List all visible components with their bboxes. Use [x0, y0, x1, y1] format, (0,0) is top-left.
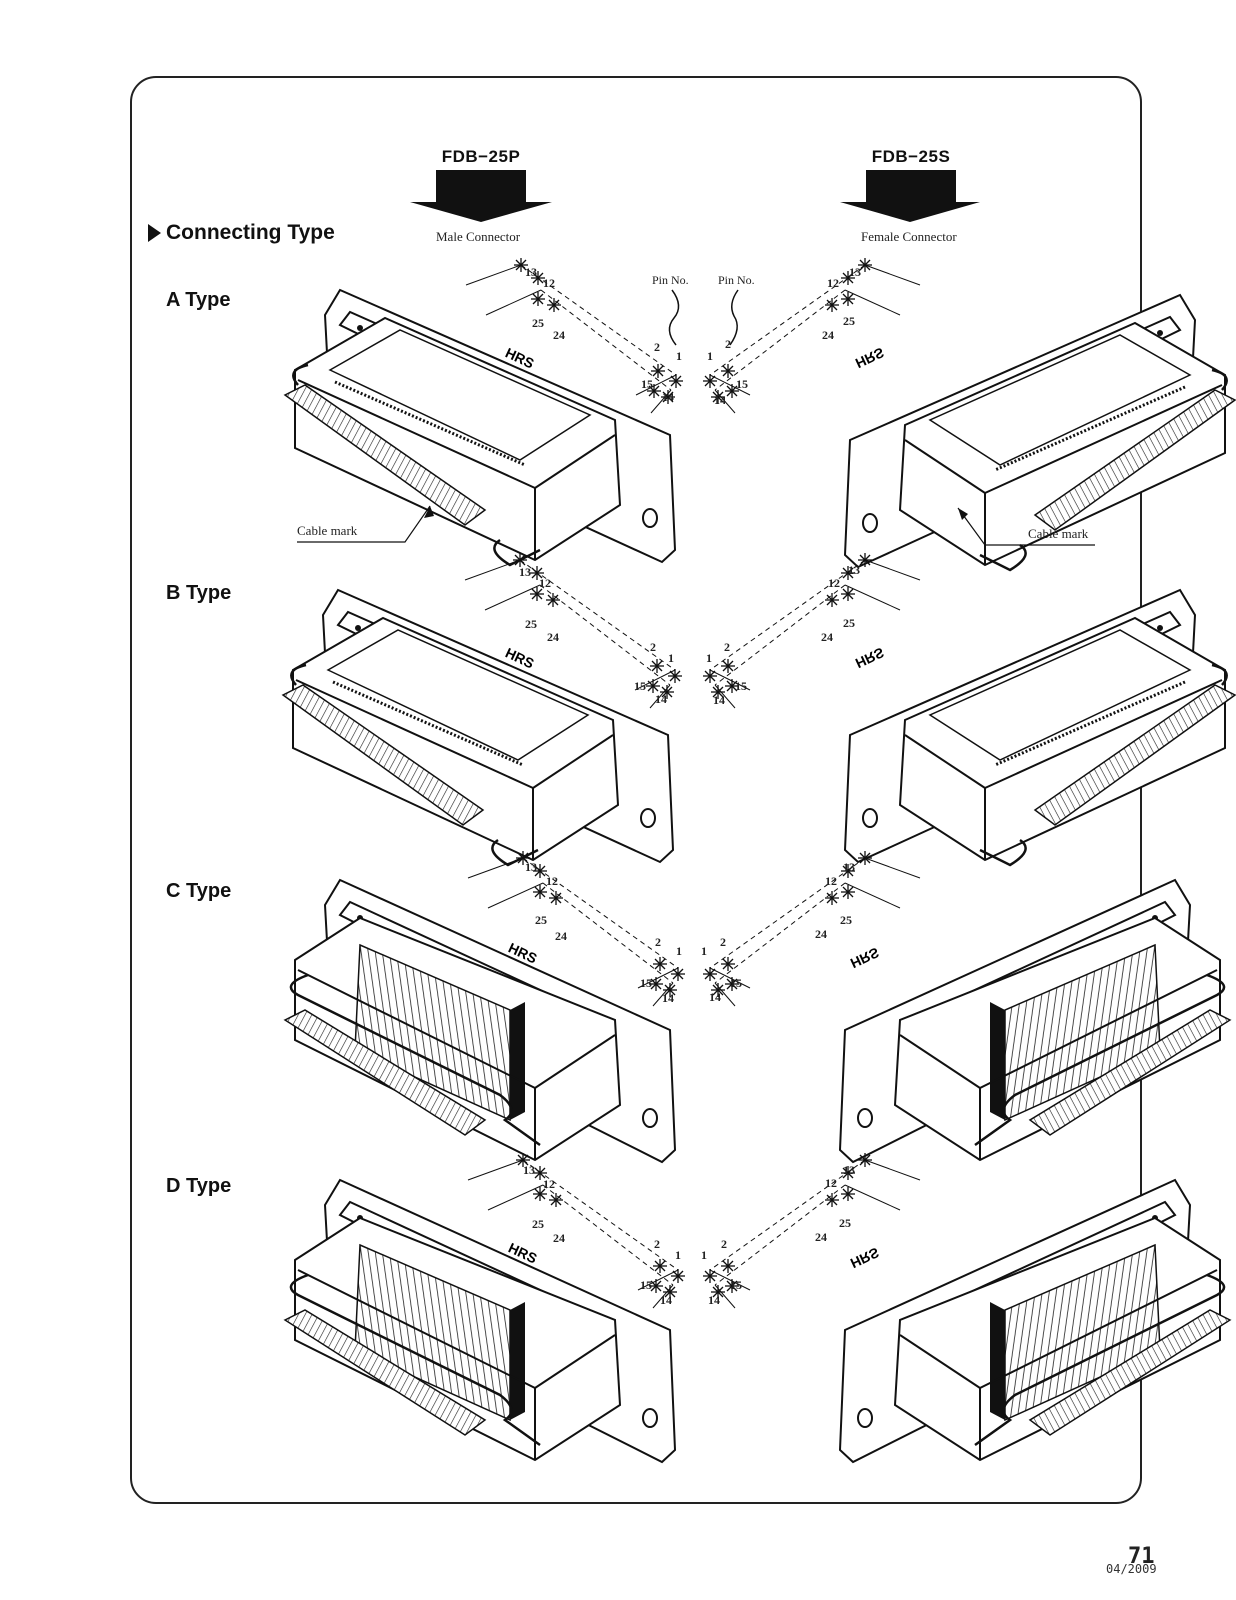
pin-15: 15 [641, 377, 653, 391]
pin-12: 12 [546, 874, 558, 888]
pin-24: 24 [553, 1231, 565, 1245]
type-label-b: B Type [166, 582, 232, 604]
pin-25-f: 25 [843, 616, 855, 630]
pin-2-f: 2 [720, 935, 726, 949]
type-label-a: A Type [166, 289, 231, 311]
pin-1: 1 [668, 651, 674, 665]
pin-13-f: 13 [843, 1163, 855, 1177]
pin-13: 13 [525, 860, 537, 874]
pin-1-f: 1 [707, 349, 713, 363]
b-type-male-connector [281, 588, 675, 867]
pin-24: 24 [553, 328, 565, 342]
pin-12: 12 [539, 576, 551, 590]
pin-1-f: 1 [706, 651, 712, 665]
pin-2: 2 [655, 935, 661, 949]
pin-12: 12 [543, 276, 555, 290]
type-label-d: D Type [166, 1175, 232, 1197]
pin-1-f: 1 [701, 1248, 707, 1262]
pin-25: 25 [532, 1217, 544, 1231]
pin-no-label-left: Pin No. [652, 273, 689, 287]
pin-12-f: 12 [825, 1176, 837, 1190]
page-number: 71 [1128, 1544, 1155, 1569]
pin-25-f: 25 [843, 314, 855, 328]
c-type-male-connector [283, 878, 677, 1164]
pin-15: 15 [640, 1278, 652, 1292]
pin-1: 1 [675, 1248, 681, 1262]
pin-14-f: 14 [709, 990, 721, 1004]
pin-1-f: 1 [701, 944, 707, 958]
pin-24-f: 24 [815, 1230, 827, 1244]
cable-mark-label-right: Cable mark [1028, 526, 1089, 541]
section-marker-icon [148, 224, 161, 242]
pin-25: 25 [525, 617, 537, 631]
pin-24-f: 24 [815, 927, 827, 941]
d-type-female-connector [838, 1178, 1232, 1464]
male-part-number: FDB−25P [441, 147, 521, 166]
d-type-male-connector [283, 1178, 677, 1464]
female-part-number: FDB−25S [871, 147, 951, 166]
pin-13: 13 [523, 1163, 535, 1177]
pin-leader-left [668, 289, 680, 346]
pin-15: 15 [634, 679, 646, 693]
pin-25-f: 25 [840, 913, 852, 927]
pin-24-f: 24 [821, 630, 833, 644]
pin-13: 13 [525, 265, 537, 279]
pin-24: 24 [555, 929, 567, 943]
female-arrow-icon [840, 170, 980, 222]
pin-2-f: 2 [724, 640, 730, 654]
section-title: Connecting Type [166, 221, 335, 244]
pin-24: 24 [547, 630, 559, 644]
male-connector-label: Male Connector [436, 229, 521, 244]
pin-15: 15 [640, 976, 652, 990]
a-type-cable-mark-leader-left [297, 505, 431, 543]
pin-15-f: 15 [735, 679, 747, 693]
a-type-cable-mark-leader-right [957, 507, 1095, 546]
pin-13: 13 [519, 565, 531, 579]
pin-15-f: 15 [730, 1278, 742, 1292]
pin-no-label-right: Pin No. [718, 273, 755, 287]
pin-14-f: 14 [708, 1293, 720, 1307]
pin-2: 2 [654, 340, 660, 354]
male-arrow-icon [410, 170, 552, 222]
pin-14: 14 [662, 390, 674, 404]
pin-13-f: 13 [849, 265, 861, 279]
pin-25: 25 [535, 913, 547, 927]
pin-15-f: 15 [736, 377, 748, 391]
pin-24-f: 24 [822, 328, 834, 342]
pin-13-f: 13 [848, 563, 860, 577]
pin-13-f: 13 [843, 860, 855, 874]
pin-14: 14 [662, 991, 674, 1005]
page-frame [130, 76, 1142, 1504]
female-connector-label: Female Connector [861, 229, 957, 244]
pin-2: 2 [654, 1237, 660, 1251]
pin-1: 1 [676, 349, 682, 363]
pin-25: 25 [532, 316, 544, 330]
pin-12-f: 12 [828, 576, 840, 590]
pin-12: 12 [543, 1177, 555, 1191]
female-part-header: FDB−25S [836, 147, 986, 167]
c-type-female-connector [838, 878, 1232, 1164]
pin-14-f: 14 [714, 393, 726, 407]
pin-14: 14 [655, 692, 667, 706]
type-label-c: C Type [166, 880, 232, 902]
pin-25-f: 25 [839, 1216, 851, 1230]
pin-leader-right [729, 289, 739, 346]
page-date: 04/2009 [1106, 1562, 1157, 1576]
male-part-header: FDB−25P [406, 147, 556, 167]
b-type-female-connector [843, 588, 1236, 867]
pin-12-f: 12 [827, 276, 839, 290]
pin-14-f: 14 [713, 693, 725, 707]
pin-2-f: 2 [725, 337, 731, 351]
pin-1: 1 [676, 944, 682, 958]
pin-15-f: 15 [730, 976, 742, 990]
pin-12-f: 12 [825, 874, 837, 888]
pin-2: 2 [650, 640, 656, 654]
pin-14: 14 [660, 1293, 672, 1307]
pin-2-f: 2 [721, 1237, 727, 1251]
cable-mark-label-left: Cable mark [297, 523, 358, 538]
